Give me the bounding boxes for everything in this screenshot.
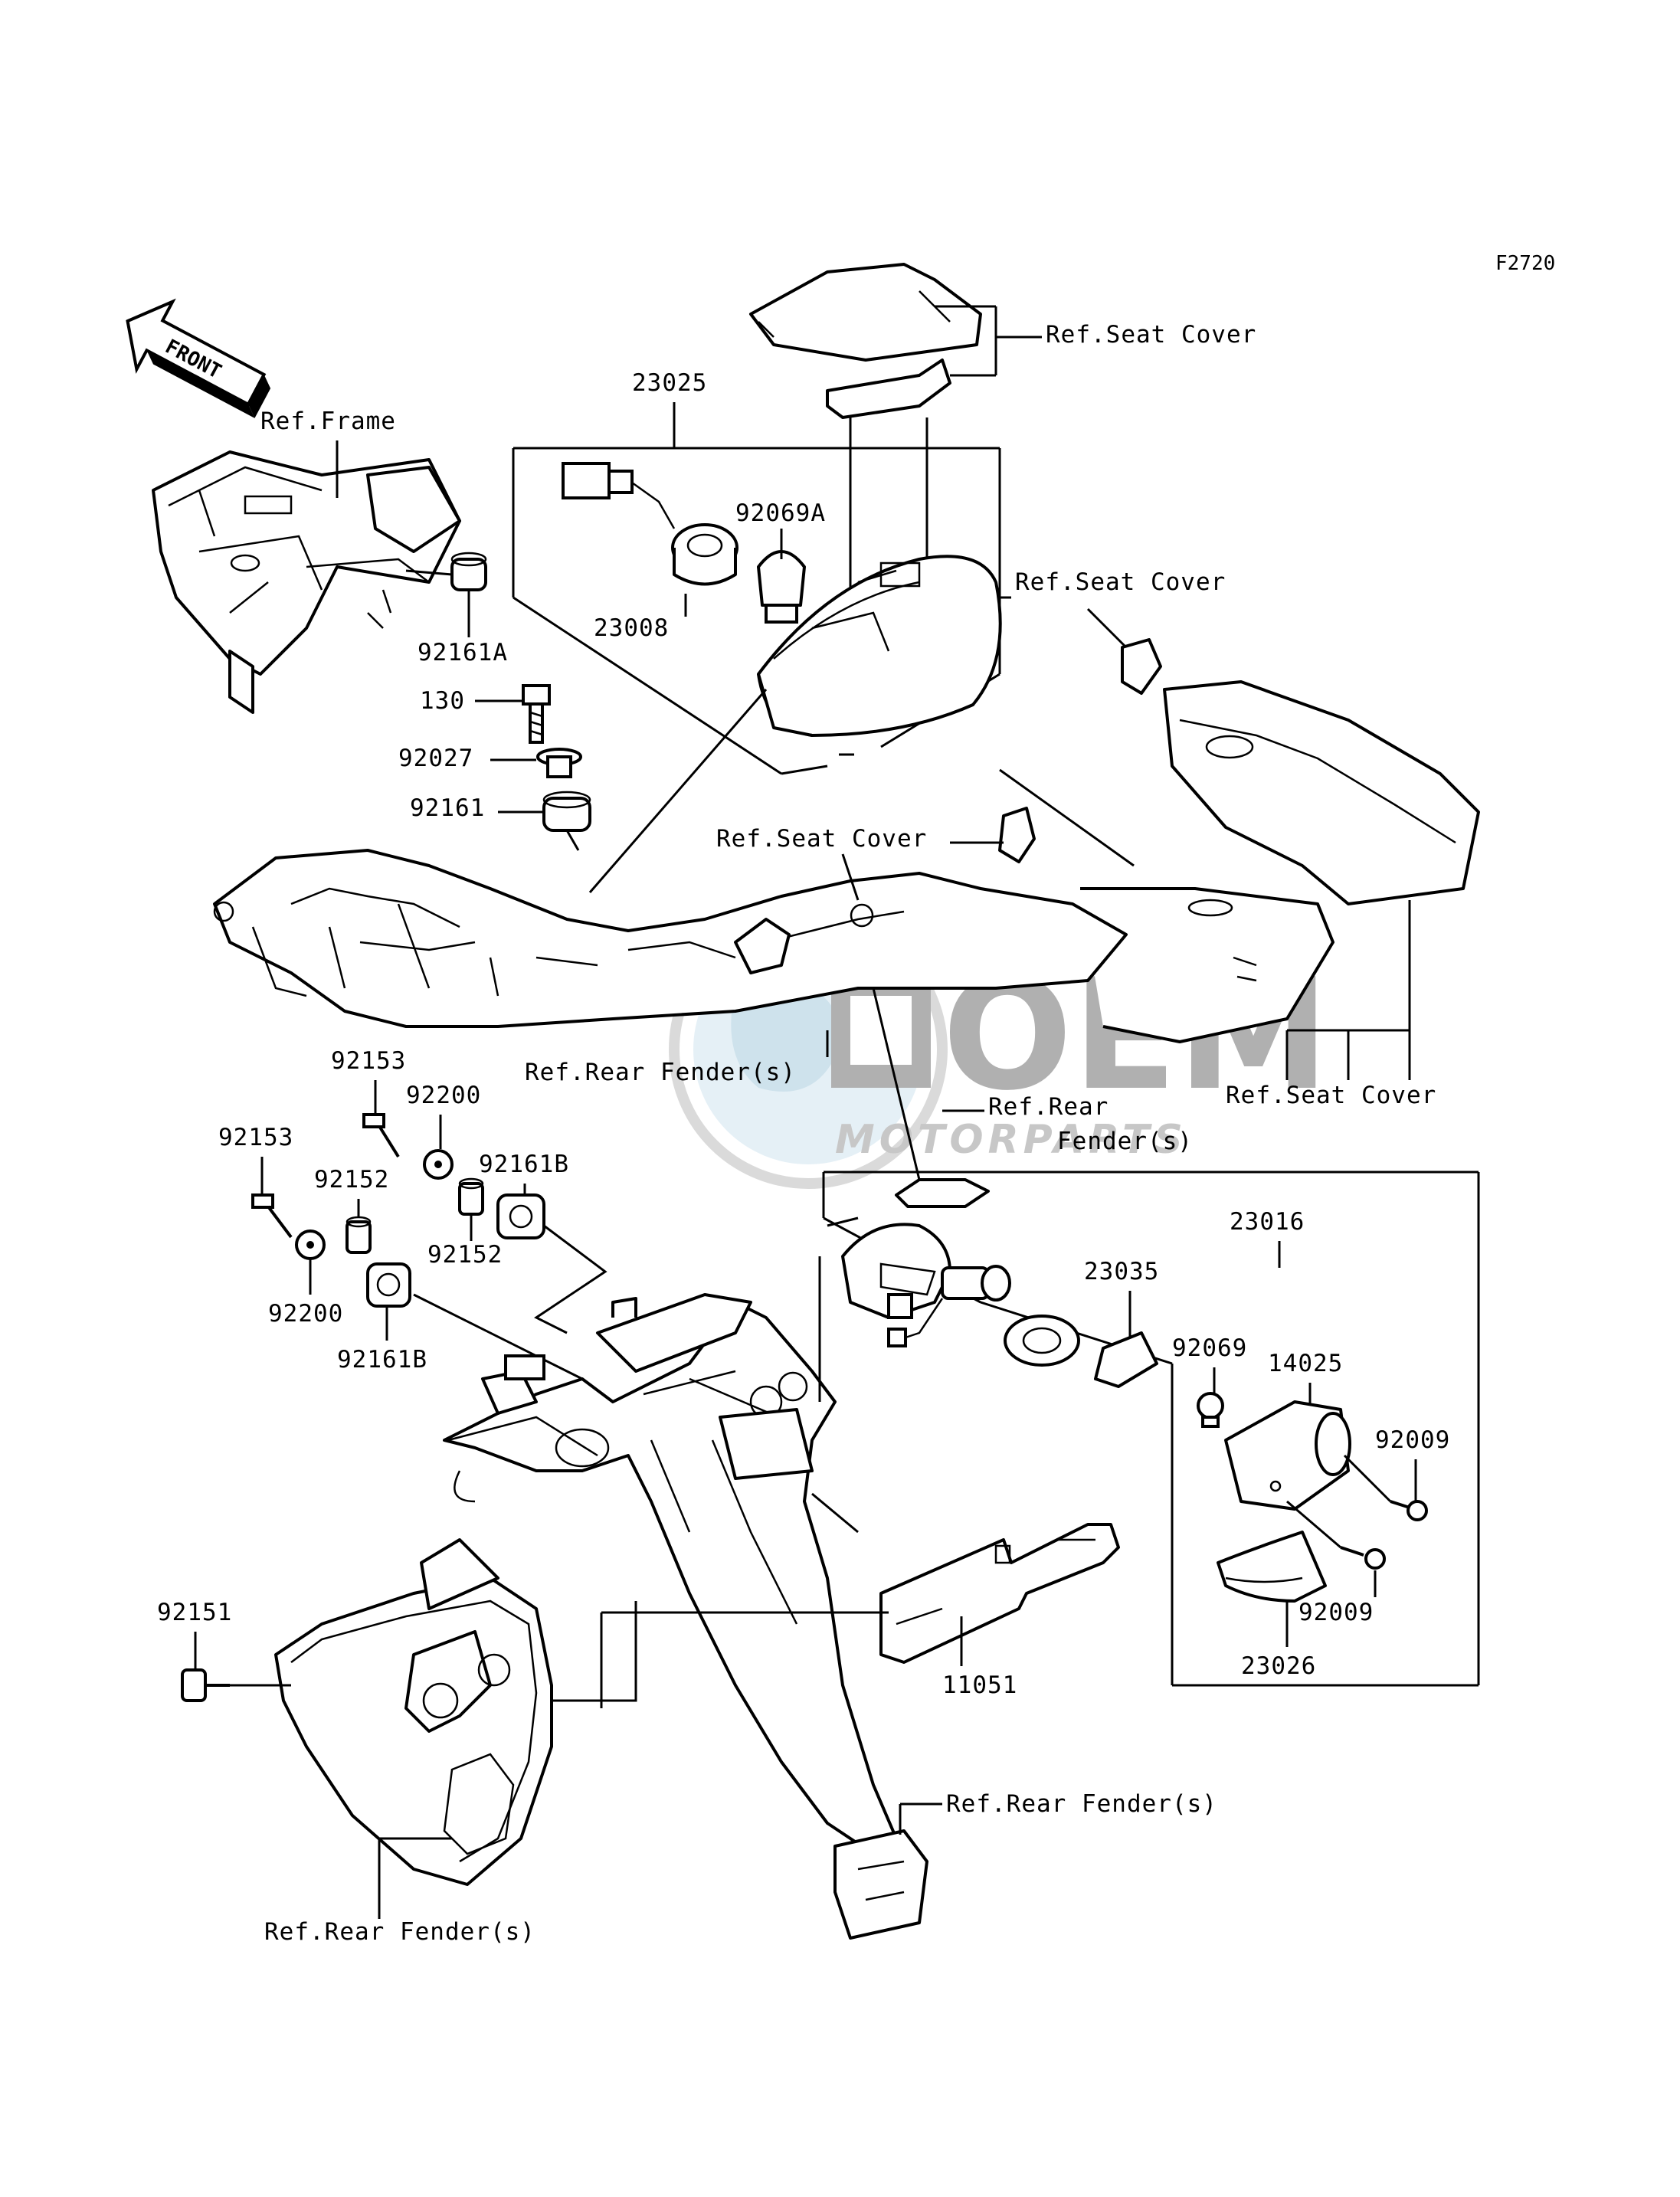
label-92153-a: 92153 [331,1047,406,1075]
grommet-92161 [542,791,591,832]
grommet-92161B-b [366,1262,411,1308]
label-ref-seat-cover-2: Ref.Seat Cover [1015,568,1226,596]
label-ref-seat-cover-4: Ref.Seat Cover [1226,1082,1436,1109]
label-ref-seat-cover-1: Ref.Seat Cover [1046,321,1256,349]
connector-23008 [562,462,738,586]
label-92009-b: 92009 [1298,1599,1374,1626]
screw-92009-b [1340,1546,1386,1570]
label-92161: 92161 [410,794,485,822]
cover-23026 [1217,1531,1327,1603]
grommet-92161A [450,552,487,591]
label-23025: 23025 [632,369,707,397]
lamp-housing-disc [841,1223,951,1319]
collar-92027 [536,748,582,778]
seat-clip-1 [1121,638,1162,695]
label-14025: 14025 [1268,1350,1343,1377]
label-ref-rear-fender-1: Ref.Rear Fender(s) [525,1059,796,1086]
rear-fender-upper [213,849,1128,1028]
label-11051: 11051 [942,1671,1017,1699]
rear-fender-lower [443,1293,928,1940]
label-ref-seat-cover-3: Ref.Seat Cover [716,825,927,853]
label-ref-rear-fender-4: Ref.Rear Fender(s) [264,1918,535,1946]
grommet-92161B-a [496,1193,545,1239]
figure-code: F2720 [1495,252,1555,275]
label-23008: 23008 [594,614,669,642]
label-ref-rear-fender-2a: Ref.Rear [988,1093,1109,1121]
label-130: 130 [420,687,465,715]
label-92069A: 92069A [735,499,826,527]
bulb-socket [887,1265,1011,1347]
label-92161A: 92161A [418,639,508,666]
label-23016: 23016 [1230,1208,1305,1236]
label-92009-a: 92009 [1375,1426,1450,1454]
front-arrow-icon: FRONT [126,298,271,418]
watermark-sub: MOTORPARTS [835,1117,1187,1163]
lamp-ring-23035 [1004,1315,1158,1388]
watermark-logo: OEM MOTORPARTS [669,910,1330,1189]
label-23035: 23035 [1084,1258,1159,1285]
small-bracket [895,1178,990,1208]
label-92152-a: 92152 [314,1166,389,1193]
plate-bracket-11051 [879,1523,1120,1664]
label-23026: 23026 [1241,1652,1316,1680]
screw-92009-a [1390,1500,1428,1521]
seat-cover-top-piece [749,263,982,419]
seat-cover-right [1080,680,1480,1043]
bulb-92069A [757,550,806,624]
screw-92153-b [251,1193,293,1239]
label-92200-b: 92200 [268,1300,343,1328]
label-92161B-b: 92161B [337,1346,427,1374]
reflector-panel [274,1538,553,1886]
seat-clip-2 [998,807,1036,863]
label-ref-rear-fender-3: Ref.Rear Fender(s) [946,1790,1217,1818]
label-92200-a: 92200 [406,1082,481,1109]
label-92153-b: 92153 [218,1124,293,1151]
frame-illustration [152,450,461,714]
label-92152-b: 92152 [427,1241,503,1269]
bulb-92069 [1197,1392,1224,1428]
bolt-130 [522,684,551,744]
label-ref-frame: Ref.Frame [260,408,396,435]
collar-92152-b [458,1177,484,1216]
label-92161B-a: 92161B [479,1151,569,1178]
lens-14025 [1224,1400,1351,1511]
label-ref-rear-fender-2b: Fender(s) [1057,1128,1193,1155]
label-92151: 92151 [157,1599,232,1626]
collar-92152-a [345,1216,372,1254]
label-92069: 92069 [1172,1334,1247,1362]
label-92027: 92027 [398,745,473,772]
bolt-92151 [181,1668,230,1702]
screw-92153-a [362,1113,400,1158]
